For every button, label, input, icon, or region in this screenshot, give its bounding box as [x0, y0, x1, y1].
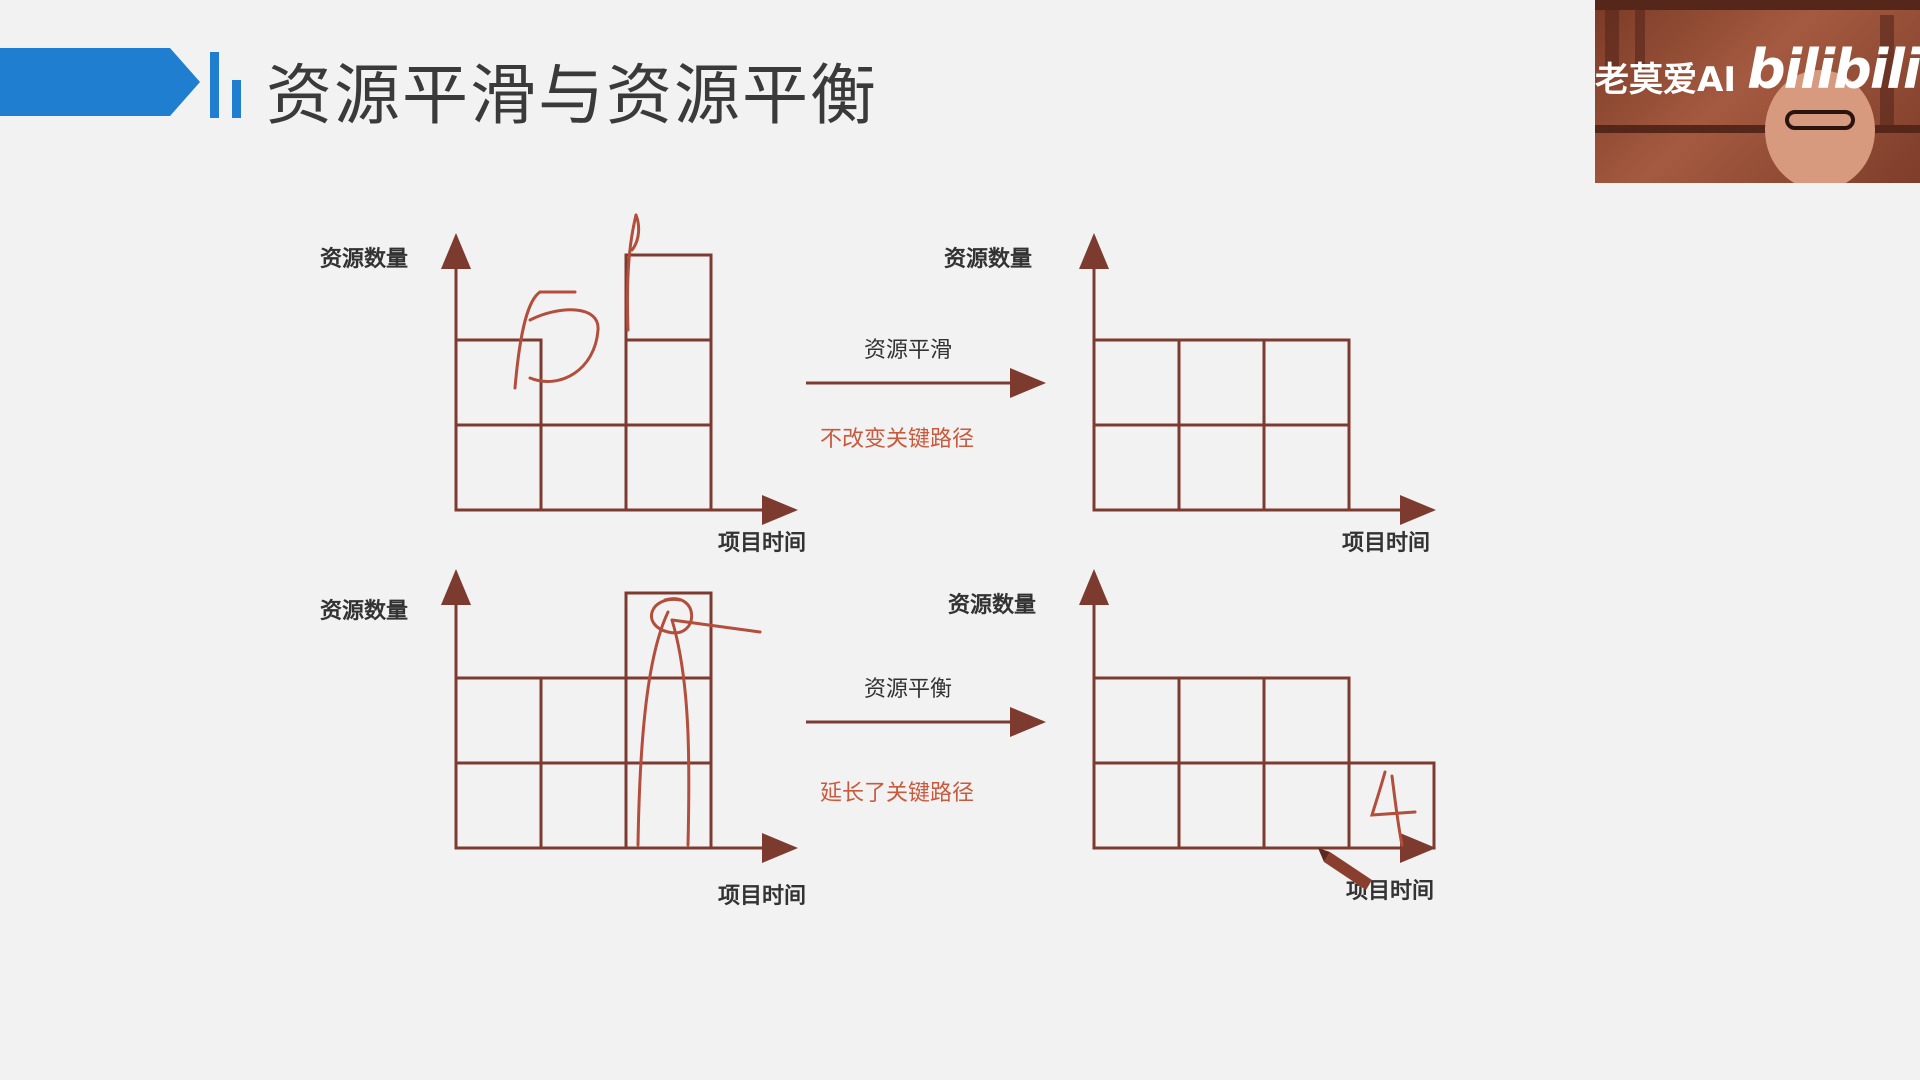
handwriting-annotation: [513, 213, 641, 390]
block: [1262, 676, 1351, 765]
x-axis-label: 项目时间: [718, 884, 806, 909]
block: [1262, 423, 1351, 512]
block: [624, 253, 713, 342]
block: [1092, 423, 1181, 512]
bottom-left-diagram: [441, 569, 798, 863]
block: [454, 338, 543, 427]
block: [1177, 761, 1266, 850]
smoothing-label: 资源平滑: [864, 338, 952, 363]
block: [1262, 761, 1351, 850]
block: [1262, 338, 1351, 427]
block: [1092, 676, 1181, 765]
bookshelf: [1635, 10, 1645, 70]
leveling-label: 资源平衡: [864, 677, 952, 702]
block: [454, 761, 543, 850]
bilibili-logo: bilibili: [1747, 38, 1920, 101]
handwriting-annotation: [1369, 770, 1417, 847]
block: [624, 338, 713, 427]
bookshelf: [1595, 0, 1920, 10]
block: [454, 676, 543, 765]
block: [1177, 423, 1266, 512]
bookshelf: [1880, 15, 1894, 125]
y-axis-label: 资源数量: [320, 598, 408, 624]
block: [539, 761, 628, 850]
block: [1092, 338, 1181, 427]
leveling-note: 延长了关键路径: [820, 781, 974, 806]
block: [539, 676, 628, 765]
block: [454, 423, 543, 512]
block: [624, 591, 713, 680]
block: [1177, 338, 1266, 427]
block: [1092, 761, 1181, 850]
glasses: [1785, 110, 1855, 130]
title-bar-1: [210, 52, 219, 118]
x-axis-label: 项目时间: [718, 531, 806, 556]
y-axis-label: 资源数量: [948, 592, 1036, 618]
watermark-text: 老莫爱AI: [1595, 60, 1736, 100]
block: [624, 676, 713, 765]
top-left-diagram: [441, 233, 798, 525]
smoothing-note: 不改变关键路径: [820, 427, 974, 452]
webcam-overlay: 老莫爱AI bilibili: [1595, 0, 1920, 183]
block: [1177, 676, 1266, 765]
bookshelf: [1605, 10, 1619, 70]
title-banner: [0, 48, 200, 116]
slide-title: 资源平滑与资源平衡: [266, 57, 878, 134]
block: [1347, 761, 1436, 850]
top-right-diagram: [1079, 233, 1436, 525]
y-axis-label: 资源数量: [944, 246, 1032, 272]
pen-cursor-icon: [1318, 848, 1372, 890]
handwriting-annotation: [636, 597, 762, 847]
block: [624, 423, 713, 512]
title-bar-2: [232, 80, 241, 118]
x-axis-label: 项目时间: [1342, 531, 1430, 556]
block: [539, 423, 628, 512]
bottom-right-diagram: [1079, 569, 1436, 863]
bookshelf: [1595, 125, 1920, 133]
y-axis-label: 资源数量: [320, 246, 408, 272]
